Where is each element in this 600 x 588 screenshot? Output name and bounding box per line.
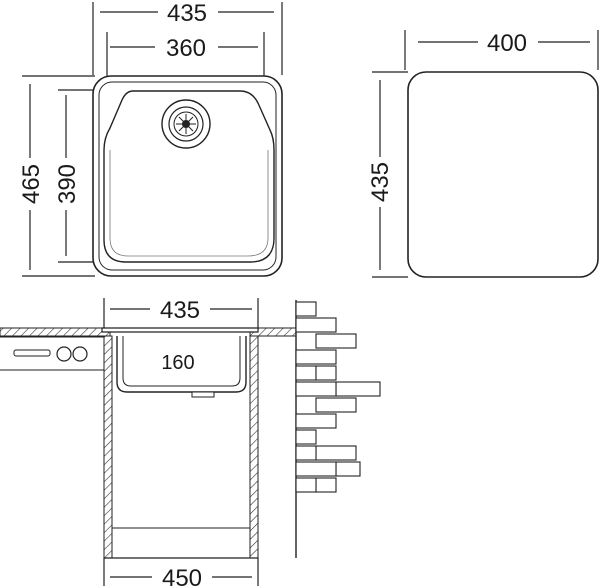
knob-icon — [56, 346, 72, 362]
section-top-width-label: 435 — [160, 297, 200, 324]
cutout-view: 400 435 — [367, 30, 599, 278]
cabinet-wall-right — [249, 335, 259, 559]
countertop-left — [0, 327, 111, 337]
cabinet-width-label: 450 — [162, 565, 202, 588]
drain-fitting-icon — [191, 391, 215, 398]
sink-outer-rim — [92, 75, 283, 277]
sink-bowl-outline — [103, 90, 275, 263]
sink-inner-rim — [98, 81, 277, 271]
section-view: 435 160 450 — [0, 297, 381, 588]
knob-icon — [72, 346, 88, 362]
sink-bowl-section — [116, 336, 247, 393]
cutout-height-label: 435 — [367, 162, 394, 202]
top-inner-width-label: 360 — [166, 35, 206, 62]
brick-wall — [295, 300, 381, 558]
top-inner-height-label: 390 — [54, 164, 81, 204]
top-view: 435 360 465 390 — [18, 0, 283, 277]
drain-icon — [161, 99, 211, 149]
cutout-outline — [407, 71, 599, 278]
top-outer-height-label: 465 — [18, 164, 45, 204]
cutout-width-label: 400 — [487, 30, 527, 57]
cabinet-wall-left — [103, 335, 113, 559]
control-slot-icon — [13, 349, 51, 357]
top-outer-width-label: 435 — [167, 0, 207, 27]
bowl-depth-label: 160 — [161, 352, 194, 374]
